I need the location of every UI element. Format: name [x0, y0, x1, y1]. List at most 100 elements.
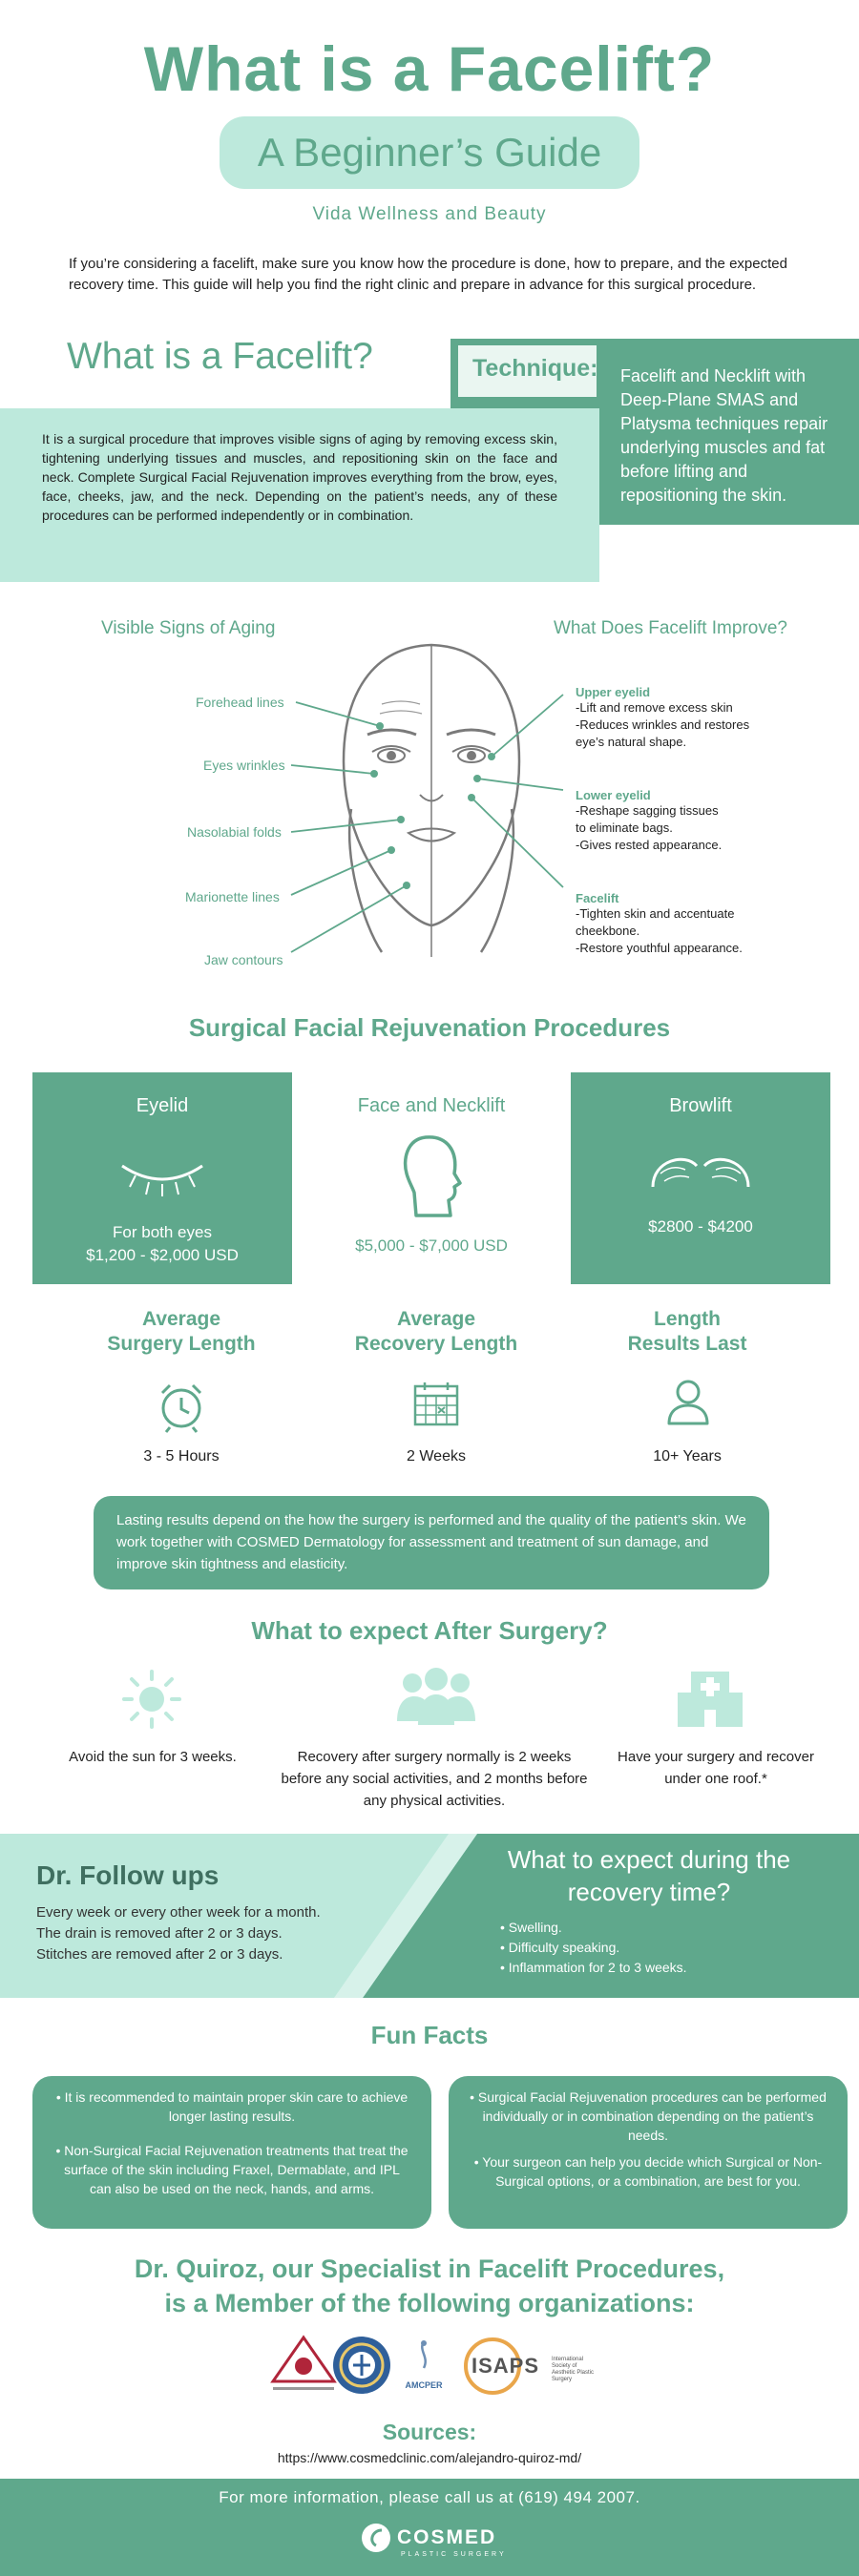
footer-logo-wordmark: COSMED	[397, 2526, 497, 2548]
improvement-title: Upper eyelid	[576, 685, 651, 699]
fun-facts-panel-left	[32, 2076, 431, 2229]
fun-fact: • It is recommended to maintain proper s…	[55, 2089, 409, 2124]
footer-logo-tagline: PLASTIC SURGERY	[401, 2551, 507, 2558]
recovery-item: • Inflammation for 2 to 3 weeks.	[500, 1960, 687, 1975]
sign-label: Jaw contours	[204, 952, 283, 967]
stat-title-line: Length	[654, 1308, 721, 1330]
recovery-item: • Swelling.	[500, 1920, 562, 1935]
card-title: Face and Necklift	[357, 1095, 506, 1116]
footer	[0, 2479, 859, 2576]
card-price: $1,200 - $2,000 USD	[86, 1246, 239, 1264]
card-price: $5,000 - $7,000 USD	[355, 1236, 508, 1255]
fun-facts-heading: Fun Facts	[370, 2021, 489, 2049]
fun-facts-panel-right	[449, 2076, 848, 2229]
lasting-results-panel	[94, 1496, 769, 1589]
card-title: Eyelid	[136, 1095, 189, 1116]
organizations-heading: Dr. Quiroz, our Specialist in Facelift P…	[0, 2252, 859, 2320]
sources-link[interactable]: https://www.cosmedclinic.com/alejandro-q…	[277, 2450, 582, 2465]
person-icon	[667, 1380, 709, 1425]
alarm-clock-icon	[160, 1383, 202, 1433]
improvement-line: -Reshape sagging tissues	[576, 803, 719, 818]
stat-title-line: Average	[141, 1308, 221, 1330]
after-surgery-item: Recovery after surgery normally is 2 wee…	[281, 1749, 588, 1809]
improvement-line: -Reduces wrinkles and restores	[576, 717, 750, 732]
fun-fact: • Your surgeon can help you decide which…	[473, 2154, 823, 2189]
improvement-title: Lower eyelid	[576, 788, 651, 802]
page-title: What is a Facelift?	[143, 33, 716, 104]
sign-label: Forehead lines	[196, 695, 284, 710]
procedures-heading: Surgical Facial Rejuvenation Procedures	[188, 1013, 671, 1042]
amcper-label: AMCPER	[405, 2380, 443, 2390]
card-price: $2800 - $4200	[648, 1217, 753, 1236]
stat-results-last-title: Length Results Last	[577, 1307, 797, 1357]
fun-fact: • Surgical Facial Rejuvenation procedure…	[470, 2089, 827, 2143]
org-logo-amcper: AMCPER	[393, 2337, 454, 2399]
improve-heading: What Does Facelift Improve?	[554, 618, 787, 638]
improvement-line: eye’s natural shape.	[576, 735, 687, 749]
stat-recovery-length-title: Average Recovery Length	[326, 1307, 546, 1357]
procedure-card-eyelid: Eyelid For both eyes $1,200 - $2,000 USD	[32, 1072, 292, 1284]
sign-label: Eyes wrinkles	[203, 758, 285, 773]
definition-text: It is a surgical procedure that improves…	[42, 431, 557, 523]
follow-up-line: The drain is removed after 2 or 3 days.	[36, 1925, 283, 1942]
face-illustration	[290, 643, 564, 957]
isaps-label: ISAPS	[471, 2354, 540, 2378]
sign-label: Nasolabial folds	[187, 824, 282, 840]
stat-surgery-length-value: 3 - 5 Hours	[143, 1448, 220, 1465]
follow-up-line: Every week or every other week for a mon…	[36, 1904, 321, 1921]
org-logo-triangle	[270, 2335, 337, 2390]
group-people-icon	[397, 1668, 475, 1725]
improvement-upper-eyelid: Upper eyelid -Lift and remove excess ski…	[576, 685, 786, 751]
clinic-name: Vida Wellness and Beauty	[312, 204, 547, 224]
recovery-item: • Difficulty speaking.	[500, 1940, 620, 1955]
improvement-lower-eyelid: Lower eyelid -Reshape sagging tissues to…	[576, 788, 786, 854]
improvement-line: -Tighten skin and accentuate	[576, 906, 735, 921]
improvement-line: cheekbone.	[576, 924, 640, 938]
footer-contact-text: For more information, please call us at …	[219, 2488, 640, 2506]
isaps-ring	[464, 2337, 521, 2395]
stat-title-line: Average	[396, 1308, 476, 1330]
improvement-title: Facelift	[576, 891, 619, 905]
head-profile-icon	[403, 1135, 462, 1217]
closed-eye-icon	[121, 1164, 203, 1196]
brow-icon	[651, 1157, 750, 1188]
stat-recovery-length-value: 2 Weeks	[407, 1448, 466, 1465]
sun-icon	[122, 1670, 181, 1729]
org-logo-isaps: ISAPS International Society of Aesthetic…	[464, 2337, 597, 2395]
improvement-facelift: Facelift -Tighten skin and accentuate ch…	[576, 891, 786, 957]
improvement-line: -Lift and remove excess skin	[576, 700, 733, 715]
after-surgery-item: Have your surgery and recover under one …	[618, 1749, 814, 1787]
technique-label-box	[458, 345, 597, 397]
procedure-card-face-necklift: Face and Necklift $5,000 - $7,000 USD	[302, 1072, 561, 1284]
fun-fact: • Non-Surgical Facial Rejuvenation treat…	[55, 2143, 409, 2196]
stat-surgery-length-title: Average Surgery Length	[72, 1307, 291, 1357]
recovery-heading: What to expect during the recovery time?	[507, 1845, 791, 1906]
improvement-line: to eliminate bags.	[576, 821, 673, 835]
definition-panel	[0, 408, 599, 582]
calendar-icon	[413, 1382, 459, 1426]
after-surgery-item: Avoid the sun for 3 weeks.	[69, 1749, 237, 1765]
section-heading-what-is: What is a Facelift?	[67, 336, 373, 377]
follow-up-band	[0, 1834, 859, 1998]
lasting-results-text: Lasting results depend on the how the su…	[116, 1512, 746, 1572]
org-logo-seal	[333, 2337, 390, 2394]
sign-label: Marionette lines	[185, 889, 280, 904]
stat-title-line: Recovery Length	[354, 1333, 518, 1355]
stat-results-last-value: 10+ Years	[653, 1448, 722, 1465]
technique-label: Technique:	[472, 355, 598, 382]
technique-text: Facelift and Necklift with Deep-Plane SM…	[620, 366, 828, 505]
stat-title-line: Surgery Length	[107, 1333, 256, 1355]
organizations-heading-line: Dr. Quiroz, our Specialist in Facelift P…	[134, 2254, 725, 2283]
amcper-emblem-icon	[421, 2340, 427, 2369]
card-note: For both eyes	[113, 1223, 212, 1241]
signs-heading: Visible Signs of Aging	[101, 618, 276, 638]
sources-label: Sources:	[382, 2420, 477, 2444]
isaps-caption: International Society of Aesthetic Plast…	[552, 2357, 595, 2382]
subtitle-pill: A Beginner’s Guide	[220, 116, 639, 189]
intro-paragraph: If you’re considering a facelift, make s…	[69, 256, 787, 293]
improvement-line: -Restore youthful appearance.	[576, 941, 743, 955]
card-title: Browlift	[669, 1095, 732, 1116]
improvement-line: -Gives rested appearance.	[576, 838, 723, 852]
cosmed-logo-icon	[362, 2524, 390, 2552]
organizations-heading-line: is a Member of the following organizatio…	[164, 2289, 695, 2317]
